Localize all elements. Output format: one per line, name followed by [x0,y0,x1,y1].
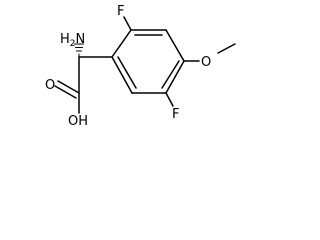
bond-methoxy-o-to-methyl [217,43,236,54]
bond-ring-c1-c2 [111,29,132,58]
bond-carboxyl-double-1 [57,80,80,94]
bond-ring-c6-c1 [111,56,133,94]
bond-ring-double-inner-3 [117,56,137,89]
amine-label: H2N [60,32,85,49]
bond-ring-c3-c4 [165,29,185,62]
molecule-structure: H2N O OH F F O [45,4,236,129]
fluoro-bottom-label: F [172,107,179,122]
bond-ring-to-fluoro-top [123,16,132,31]
methoxy-oxygen-label: O [201,55,211,70]
bond-carboxyl-double-2 [54,85,77,99]
bond-ring-c4-c5 [165,60,185,94]
carbonyl-oxygen-label: O [45,78,55,93]
hydroxyl-label: OH [68,114,88,129]
bond-ring-double-inner-2 [161,60,180,89]
fluoro-top-label: F [117,4,124,19]
benzene-ring [111,29,185,94]
bond-ring-to-fluoro-bottom [165,92,174,107]
